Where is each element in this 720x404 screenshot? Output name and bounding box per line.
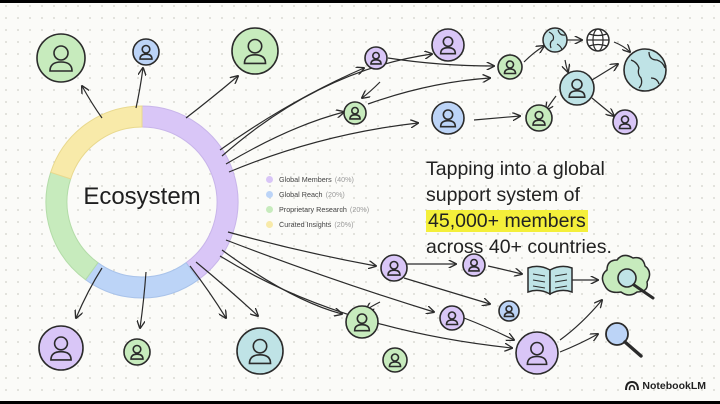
person-icon xyxy=(439,305,465,331)
donut-segment-global-reach xyxy=(84,261,200,299)
book-icon xyxy=(527,265,573,296)
brand: NotebookLM xyxy=(625,380,706,392)
center-label: Ecosystem xyxy=(83,183,201,210)
person-icon xyxy=(431,101,465,135)
headline-line: Tapping into a global xyxy=(426,158,605,180)
legend-item: Global Reach (20%) xyxy=(266,187,369,202)
legend-label: Global Members xyxy=(279,175,332,184)
person-icon xyxy=(231,27,279,75)
headline-line: across 40+ countries. xyxy=(426,236,612,258)
donut-segment-curated-insights xyxy=(50,105,143,180)
person-icon xyxy=(559,70,595,106)
legend-item: Proprietary Research (20%) xyxy=(266,202,369,217)
globe-icon xyxy=(623,48,667,92)
globe-icon xyxy=(542,27,568,53)
person-icon xyxy=(462,253,486,277)
person-icon xyxy=(497,54,523,80)
headline-highlight: 45,000+ members xyxy=(426,210,588,232)
person-icon xyxy=(382,347,408,373)
headline: Tapping into a global support system of … xyxy=(426,156,612,260)
connection-arrows xyxy=(76,40,630,353)
person-icon xyxy=(236,327,284,375)
letterbox-top xyxy=(0,0,720,3)
letterbox-bottom xyxy=(0,401,720,404)
legend-label: Proprietary Research xyxy=(279,205,347,214)
legend-swatch xyxy=(266,176,273,183)
person-icon xyxy=(515,331,559,375)
person-icon xyxy=(364,46,388,70)
legend-label: Curated Insights xyxy=(279,220,332,229)
person-icon xyxy=(612,109,638,135)
notebooklm-logo-icon xyxy=(625,381,640,391)
legend-percent: (20%) xyxy=(334,220,354,229)
legend-swatch xyxy=(266,221,273,228)
person-icon xyxy=(38,325,84,371)
legend-percent: (20%) xyxy=(349,205,370,214)
legend-swatch xyxy=(266,191,273,198)
person-icon xyxy=(498,300,520,322)
person-icon xyxy=(525,104,553,132)
ecosystem-donut xyxy=(45,105,239,299)
legend-item: Curated Insights (20%) xyxy=(266,217,369,232)
legend-percent: (40%) xyxy=(334,175,354,184)
brand-name: NotebookLM xyxy=(642,380,706,392)
magnifier-icon xyxy=(605,322,643,358)
person-icon xyxy=(431,28,465,62)
legend-swatch xyxy=(266,206,273,213)
brain-magnifier-icon xyxy=(601,254,655,300)
legend-label: Global Reach xyxy=(279,190,323,199)
person-icon xyxy=(343,101,367,125)
legend-item: Global Members (40%) xyxy=(266,172,369,187)
person-icon xyxy=(36,33,86,83)
person-icon xyxy=(380,254,408,282)
member-nodes xyxy=(36,27,638,375)
person-icon xyxy=(123,338,151,366)
headline-line: 45,000+ members xyxy=(426,208,612,234)
person-icon xyxy=(345,305,379,339)
headline-line: support system of xyxy=(426,184,580,206)
chart-legend: Global Members (40%) Global Reach (20%) … xyxy=(266,172,369,232)
person-icon xyxy=(132,38,160,66)
legend-percent: (20%) xyxy=(325,190,345,199)
globe-icon xyxy=(586,28,610,52)
